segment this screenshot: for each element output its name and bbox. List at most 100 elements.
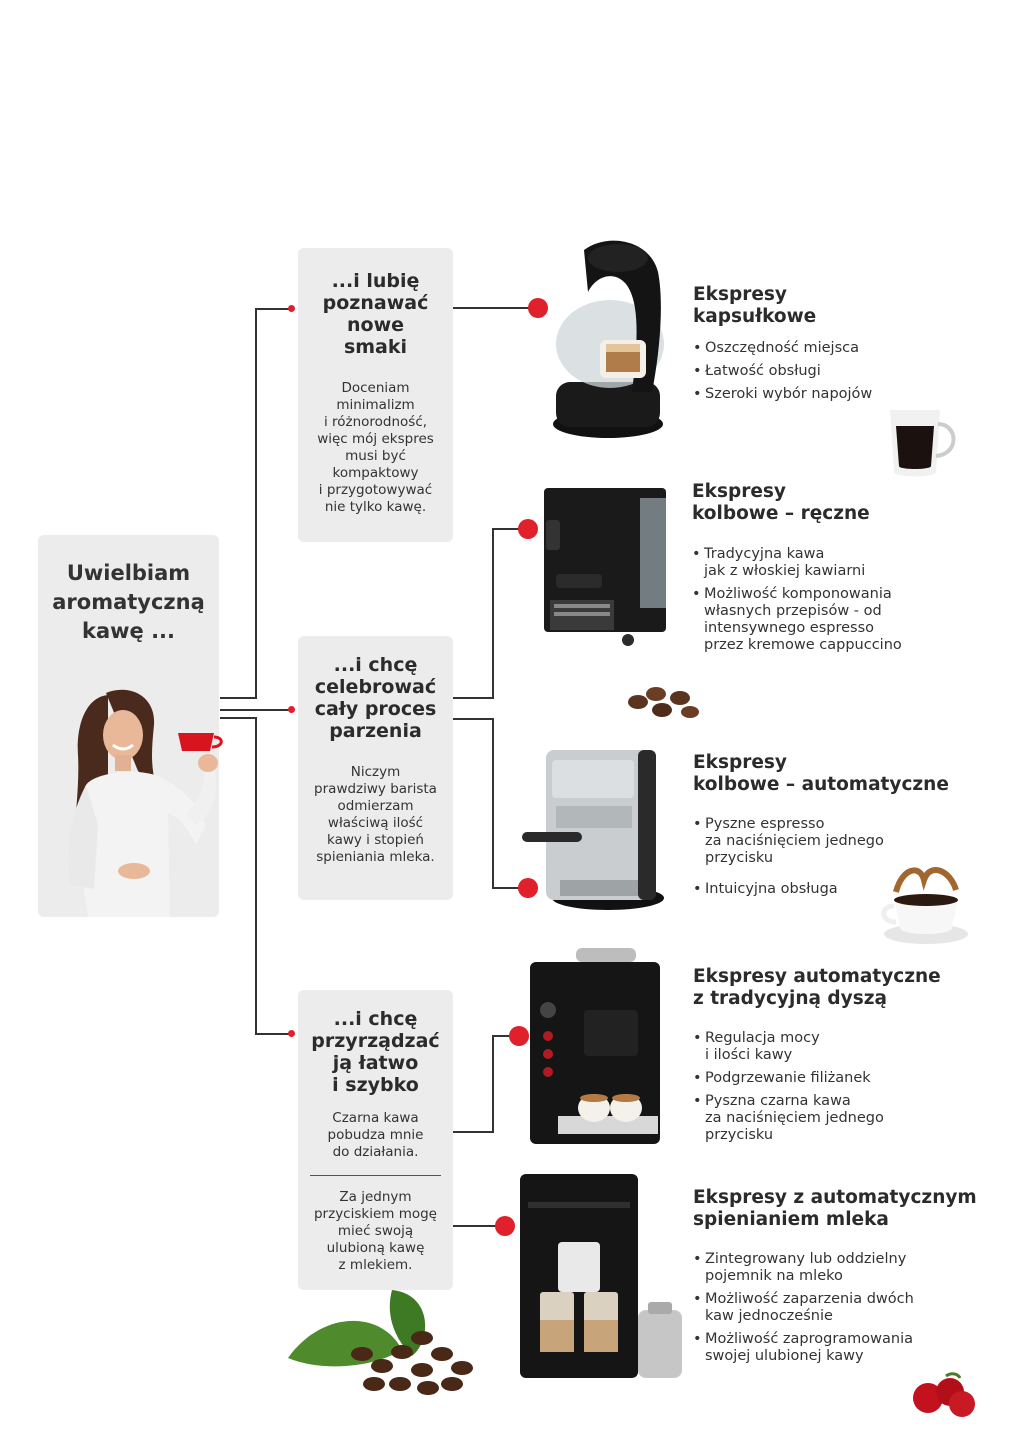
preference-card-3: ...i chcę przyrządzać ją łatwo i szybko … xyxy=(298,990,453,1290)
root-title-line: Uwielbiam xyxy=(66,561,191,585)
feature-line: przycisku xyxy=(705,850,774,866)
feature-item: Regulacja mocy i ilości kawy xyxy=(693,1030,884,1064)
feature-item: Pyszna czarna kawa za naciśnięciem jedne… xyxy=(693,1093,884,1144)
connector-dot xyxy=(288,1030,295,1037)
feature-item: Intuicyjna obsługa xyxy=(693,881,884,898)
preference-title: ...i chcę przyrządzać ją łatwo i szybko xyxy=(302,1008,449,1096)
category-title-line: kolbowe – automatyczne xyxy=(693,774,949,795)
preference-desc-line: i przygotowywać xyxy=(318,482,433,498)
category-title-line: Ekspresy xyxy=(693,284,787,305)
preference-description: Niczym prawdziwy barista odmierzam właśc… xyxy=(306,764,445,866)
preference-desc-line: i różnorodność, xyxy=(323,414,428,430)
preference-desc-line: przyciskiem mogę xyxy=(313,1206,437,1222)
category-title-line: kolbowe – ręczne xyxy=(692,503,870,524)
category-title-manual: Ekspresy kolbowe – ręczne xyxy=(692,481,870,525)
feature-line: za naciśnięciem jednego xyxy=(705,1110,884,1126)
preference-title-line: celebrować xyxy=(314,676,437,698)
preference-title: ...i lubię poznawać nowe smaki xyxy=(302,270,449,358)
preference-desc-line: nie tylko kawę. xyxy=(324,499,427,515)
machine-dot xyxy=(495,1216,515,1236)
feature-line: Łatwość obsługi xyxy=(705,363,821,379)
coffee-beans-image xyxy=(628,687,699,718)
preference-title-line: smaki xyxy=(343,336,408,358)
preference-title-line: parzenia xyxy=(329,720,422,742)
feature-line: Możliwość komponowania xyxy=(704,586,892,602)
feature-line: Pyszna czarna kawa xyxy=(705,1093,851,1109)
category-title-line: Ekspresy xyxy=(693,752,787,773)
preference-desc-line: ulubioną kawę xyxy=(326,1240,425,1256)
feature-line: Intuicyjna obsługa xyxy=(705,881,838,897)
feature-line: Pyszne espresso xyxy=(705,816,825,832)
preference-title: ...i chcę celebrować cały proces parzeni… xyxy=(302,654,449,742)
automatic-machine-milk-image xyxy=(520,1174,682,1378)
machine-dot xyxy=(528,298,548,318)
category-title-line: Ekspresy z automatycznym xyxy=(693,1187,977,1208)
feature-line: przez kremowe cappuccino xyxy=(704,637,902,653)
capsule-machine-image xyxy=(553,240,664,438)
preference-title-line: cały proces xyxy=(314,698,437,720)
feature-line: Zintegrowany lub oddzielny xyxy=(705,1251,907,1267)
feature-line: własnych przepisów - od xyxy=(704,603,882,619)
preference-title-line: nowe xyxy=(346,314,405,336)
category-title-line: kapsułkowe xyxy=(693,306,817,327)
manual-espresso-machine-image xyxy=(544,488,666,646)
feature-line: pojemnik na mleko xyxy=(705,1268,843,1284)
root-title: Uwielbiam aromatyczną kawę ... xyxy=(38,559,219,646)
feature-item: Możliwość zaparzenia dwóch kaw jednocześ… xyxy=(693,1291,914,1325)
preference-title-line: ...i lubię xyxy=(331,270,420,292)
feature-line: Możliwość zaparzenia dwóch xyxy=(705,1291,914,1307)
preference-desc-line: więc mój ekspres xyxy=(317,431,434,447)
root-card: Uwielbiam aromatyczną kawę ... xyxy=(38,535,223,917)
feature-line: swojej ulubionej kawy xyxy=(705,1348,864,1364)
category-title-capsule: Ekspresy kapsułkowe xyxy=(693,284,816,328)
preference-description-2: Za jednym przyciskiem mogę mieć swoją ul… xyxy=(306,1189,445,1274)
preference-desc-line: Za jednym xyxy=(339,1189,412,1205)
preference-desc-line: minimalizm xyxy=(336,397,415,413)
feature-line: Możliwość zaprogramowania xyxy=(705,1331,914,1347)
feature-line: i ilości kawy xyxy=(705,1047,793,1063)
preference-desc-line: Czarna kawa xyxy=(332,1110,419,1126)
preference-title-line: ...i chcę xyxy=(333,654,418,676)
preference-desc-line: Doceniam xyxy=(341,380,410,396)
category-title-line: z tradycyjną dyszą xyxy=(693,988,887,1009)
coffee-cherries-image xyxy=(913,1372,975,1417)
feature-line: Szeroki wybór napojów xyxy=(705,386,873,402)
category-title-milk: Ekspresy z automatycznym spienianiem mle… xyxy=(693,1187,977,1231)
connector-dot xyxy=(288,706,295,713)
preference-desc-line: właściwą ilość xyxy=(327,815,424,831)
category-features-capsule: Oszczędność miejsca Łatwość obsługi Szer… xyxy=(693,340,872,409)
preference-desc-line: z mlekiem. xyxy=(338,1257,413,1273)
feature-line: za naciśnięciem jednego xyxy=(705,833,884,849)
category-features-manual: Tradycyjna kawa jak z włoskiej kawiarni … xyxy=(692,546,902,660)
feature-item: Podgrzewanie filiżanek xyxy=(693,1070,884,1087)
automatic-portafilter-machine-image xyxy=(522,750,664,910)
feature-item: Zintegrowany lub oddzielny pojemnik na m… xyxy=(693,1251,914,1285)
preference-card-1: ...i lubię poznawać nowe smaki Doceniam … xyxy=(298,248,453,542)
machine-dot xyxy=(509,1026,529,1046)
feature-line: Regulacja mocy xyxy=(705,1030,820,1046)
preference-desc-line: pobudza mnie xyxy=(327,1127,424,1143)
preference-desc-line: do działania. xyxy=(332,1144,419,1160)
automatic-machine-nozzle-image xyxy=(530,948,660,1144)
feature-item: Możliwość komponowania własnych przepisó… xyxy=(692,586,902,654)
preference-title-line: ...i chcę xyxy=(333,1008,418,1030)
preference-desc-line: kawy i stopień xyxy=(327,832,424,848)
preference-title-line: ją łatwo xyxy=(332,1052,419,1074)
preference-card-2: ...i chcę celebrować cały proces parzeni… xyxy=(298,636,453,900)
category-title-line: Ekspresy automatyczne xyxy=(693,966,941,987)
feature-item: Łatwość obsługi xyxy=(693,363,872,380)
connector-dot xyxy=(288,305,295,312)
feature-item: Oszczędność miejsca xyxy=(693,340,872,357)
root-title-line: aromatyczną xyxy=(52,590,205,614)
splashing-coffee-cup-image xyxy=(881,867,968,944)
feature-line: intensywnego espresso xyxy=(704,620,875,636)
preference-desc-line: kompaktowy xyxy=(332,465,419,481)
preference-desc-line: musi być xyxy=(345,448,406,464)
root-title-line: kawę ... xyxy=(81,619,176,643)
divider xyxy=(310,1175,441,1176)
preference-desc-line: spieniania mleka. xyxy=(316,849,435,865)
feature-line: Podgrzewanie filiżanek xyxy=(705,1070,871,1086)
preference-desc-line: prawdziwy barista xyxy=(314,781,437,797)
preference-desc-line: odmierzam xyxy=(337,798,414,814)
category-title-automatic-portafilter: Ekspresy kolbowe – automatyczne xyxy=(693,752,949,796)
